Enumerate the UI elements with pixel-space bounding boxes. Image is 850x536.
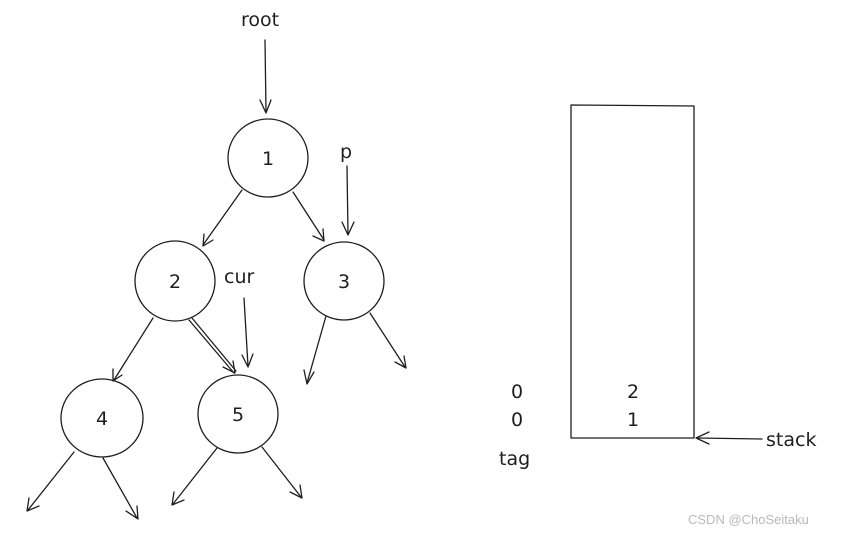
node-4-label: 4 — [96, 408, 108, 430]
tree-node-3: 3 — [303, 241, 385, 321]
tree-node-4: 4 — [60, 378, 144, 458]
p-arrow — [341, 165, 355, 236]
root-arrow — [259, 39, 272, 114]
edge-1-3 — [292, 191, 325, 242]
node-5-right-null-arrow — [261, 446, 303, 499]
node-3-right-null-arrow — [369, 312, 407, 369]
edge-1-2 — [202, 189, 243, 247]
tree-node-5: 5 — [197, 374, 279, 454]
node-1-label: 1 — [262, 148, 274, 170]
stack-value-bottom: 1 — [627, 409, 639, 431]
stack-arrow — [695, 431, 763, 445]
stack-box — [570, 104, 695, 439]
root-label: root — [241, 9, 279, 31]
cur-arrow — [241, 297, 254, 368]
tag-label: tag — [499, 448, 530, 470]
node-4-right-null-arrow — [102, 457, 139, 520]
watermark: CSDN @ChoSeitaku — [688, 512, 809, 527]
p-label: p — [340, 141, 352, 163]
tree-node-1: 1 — [227, 118, 309, 198]
node-4-left-null-arrow — [26, 451, 75, 512]
edge-2-4 — [112, 317, 154, 382]
stack-tag-top: 0 — [511, 381, 523, 403]
stack-tag-bottom: 0 — [511, 409, 523, 431]
node-5-label: 5 — [232, 404, 244, 426]
stack-label: stack — [766, 429, 816, 451]
tree-node-2: 2 — [134, 240, 216, 322]
node-3-left-null-arrow — [303, 315, 327, 385]
stack-value-top: 2 — [627, 381, 639, 403]
node-3-label: 3 — [338, 271, 350, 293]
node-5-left-null-arrow — [171, 447, 218, 506]
node-2-label: 2 — [169, 271, 181, 293]
cur-label: cur — [224, 266, 254, 288]
edge-2-5 — [188, 317, 237, 374]
